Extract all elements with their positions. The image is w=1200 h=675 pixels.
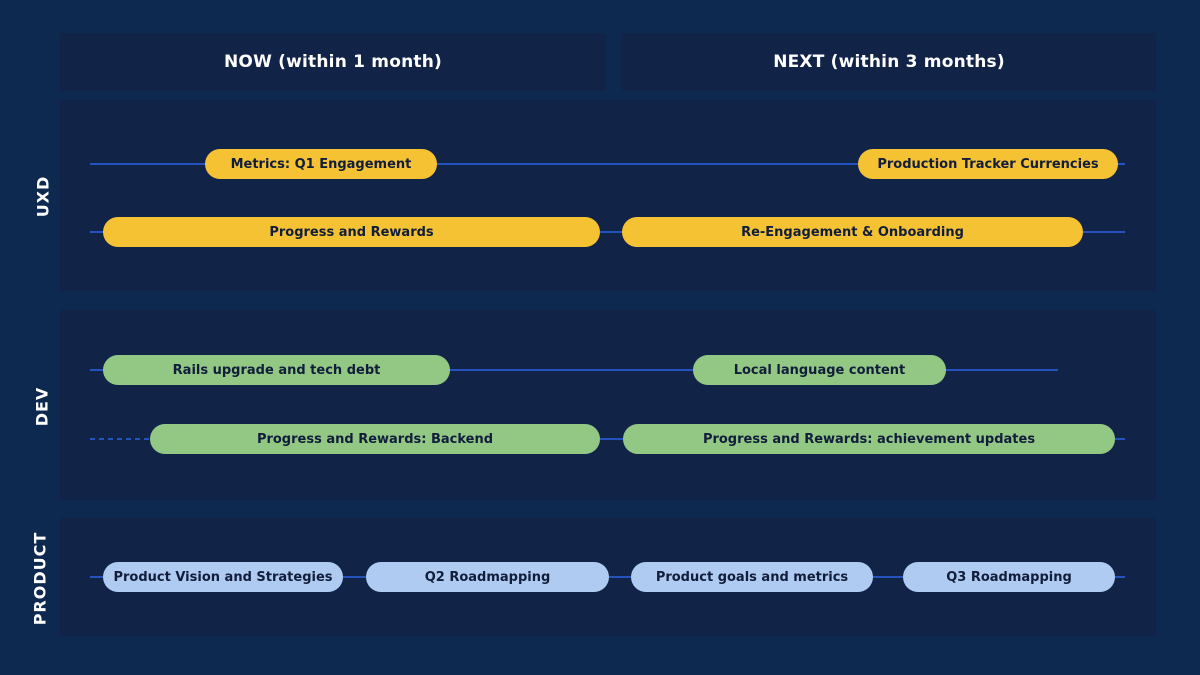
column-header-next-label: NEXT (within 3 months) xyxy=(773,52,1005,72)
roadmap-item-re-engagement-onboarding[interactable]: Re-Engagement & Onboarding xyxy=(622,217,1083,247)
roadmap-item-label: Q2 Roadmapping xyxy=(424,569,551,585)
column-header-now: NOW (within 1 month) xyxy=(60,33,606,91)
roadmap-item-label: Product goals and metrics xyxy=(655,569,849,585)
roadmap-item-metrics-q1-engagement[interactable]: Metrics: Q1 Engagement xyxy=(205,149,437,179)
timeline-line-dev-1 xyxy=(90,369,1058,371)
lane-label-dev: DEV xyxy=(32,386,52,427)
column-header-next: NEXT (within 3 months) xyxy=(622,33,1156,91)
roadmap-item-label: Progress and Rewards: achievement update… xyxy=(702,431,1036,447)
column-header-now-label: NOW (within 1 month) xyxy=(224,52,442,72)
roadmap-item-label: Product Vision and Strategies xyxy=(113,569,333,585)
roadmap-item-label: Local language content xyxy=(733,362,906,378)
roadmap-item-label: Production Tracker Currencies xyxy=(877,156,1099,172)
roadmap-item-label: Re-Engagement & Onboarding xyxy=(741,224,964,240)
roadmap-item-label: Metrics: Q1 Engagement xyxy=(230,156,412,172)
roadmap-item-label: Progress and Rewards: Backend xyxy=(256,431,494,447)
roadmap-item-q3-roadmapping[interactable]: Q3 Roadmapping xyxy=(903,562,1115,592)
roadmap-item-label: Q3 Roadmapping xyxy=(946,569,1072,585)
roadmap-item-q2-roadmapping[interactable]: Q2 Roadmapping xyxy=(366,562,609,592)
lane-panel-dev xyxy=(60,310,1156,500)
timeline-line-dev-2-dashed xyxy=(90,438,150,440)
roadmap-item-production-tracker-currencies[interactable]: Production Tracker Currencies xyxy=(858,149,1118,179)
lane-label-uxd: UXD xyxy=(33,175,53,218)
roadmap-item-progress-rewards-achievement-updates[interactable]: Progress and Rewards: achievement update… xyxy=(623,424,1115,454)
lane-label-product: PRODUCT xyxy=(30,531,50,626)
timeline-line-uxd-2 xyxy=(90,231,1125,233)
roadmap-item-progress-and-rewards[interactable]: Progress and Rewards xyxy=(103,217,600,247)
roadmap-item-product-goals-metrics[interactable]: Product goals and metrics xyxy=(631,562,873,592)
roadmap-item-progress-rewards-backend[interactable]: Progress and Rewards: Backend xyxy=(150,424,600,454)
roadmap-item-rails-upgrade-tech-debt[interactable]: Rails upgrade and tech debt xyxy=(103,355,450,385)
roadmap-item-product-vision-strategies[interactable]: Product Vision and Strategies xyxy=(103,562,343,592)
timeline-line-uxd-1 xyxy=(90,163,1125,165)
lane-panel-uxd xyxy=(60,100,1156,291)
roadmap-item-label: Progress and Rewards xyxy=(269,224,434,240)
roadmap-item-label: Rails upgrade and tech debt xyxy=(172,362,381,378)
roadmap-item-local-language-content[interactable]: Local language content xyxy=(693,355,946,385)
